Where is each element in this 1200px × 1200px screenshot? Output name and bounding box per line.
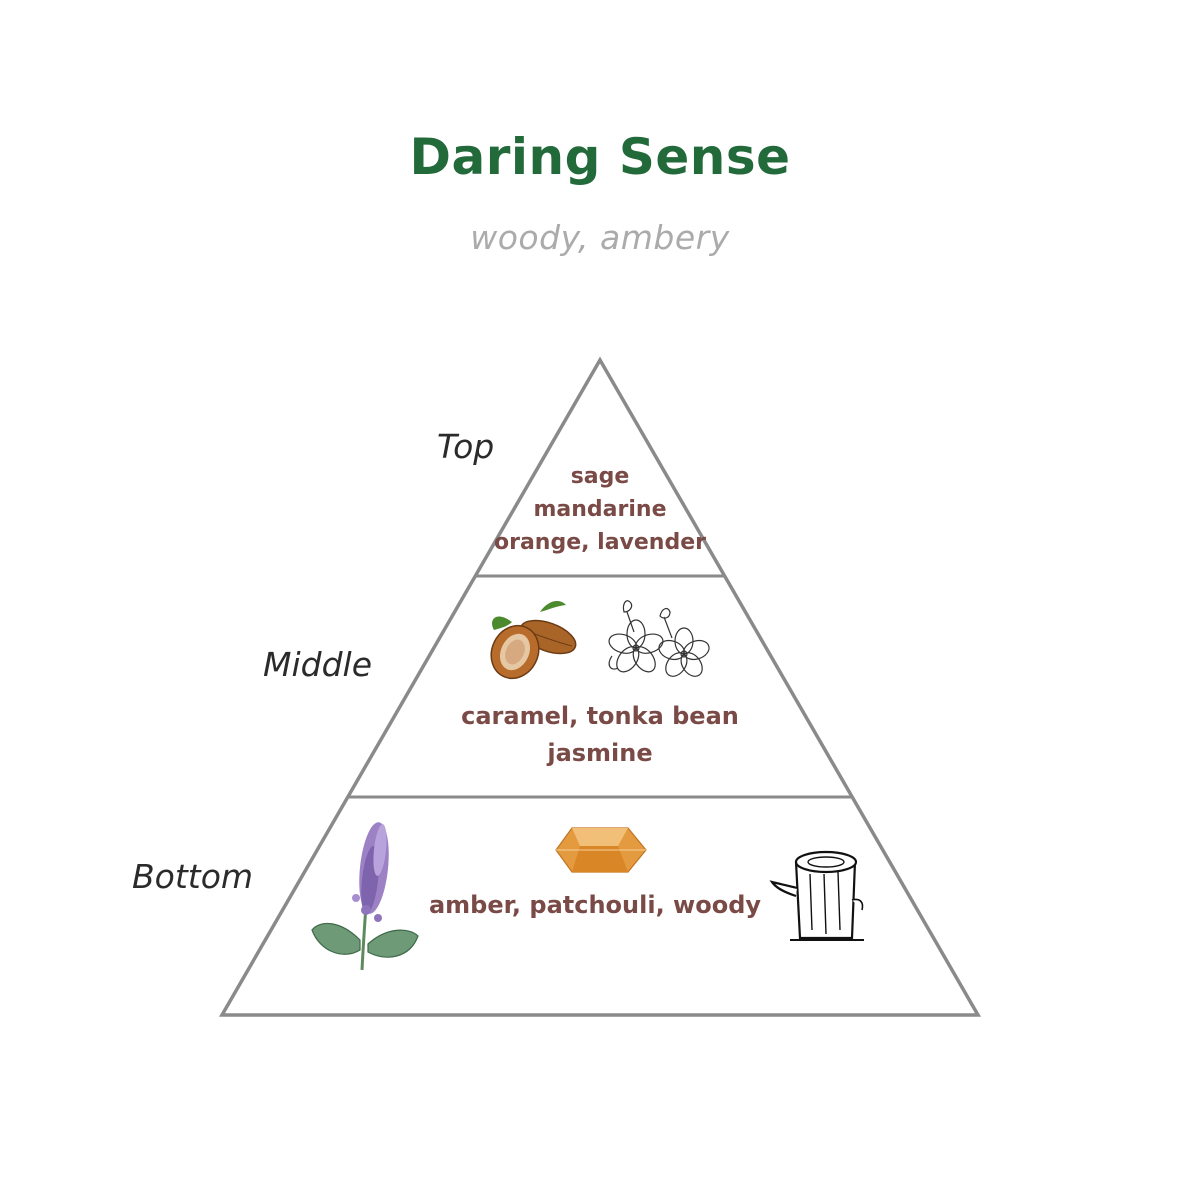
tier-label-top: Top <box>437 427 495 466</box>
lavender-sprig-icon <box>311 822 419 971</box>
amber-crystal-icon <box>555 827 647 873</box>
tier-label-middle: Middle <box>263 645 373 684</box>
pyramid-outline <box>218 356 982 1017</box>
jasmine-flower-icon <box>608 600 710 677</box>
page-title: Daring Sense <box>409 128 791 186</box>
top-note-line: mandarine <box>533 497 667 522</box>
top-note-line: sage <box>570 464 630 489</box>
middle-note-line: jasmine <box>547 739 653 767</box>
middle-note-line: caramel, tonka bean <box>461 702 739 730</box>
tree-stump-icon <box>769 850 864 941</box>
bottom-notes: amber, patchouli, woody <box>395 888 795 922</box>
top-notes: sage mandarine orange, lavender <box>470 460 730 559</box>
cacao-pod-icon <box>490 600 577 680</box>
page-subtitle: woody, ambery <box>470 218 730 257</box>
middle-notes: caramel, tonka bean jasmine <box>400 698 800 772</box>
bottom-note-line: amber, patchouli, woody <box>428 891 762 919</box>
tier-label-bottom: Bottom <box>132 857 254 896</box>
top-note-line: orange, lavender <box>494 530 706 555</box>
